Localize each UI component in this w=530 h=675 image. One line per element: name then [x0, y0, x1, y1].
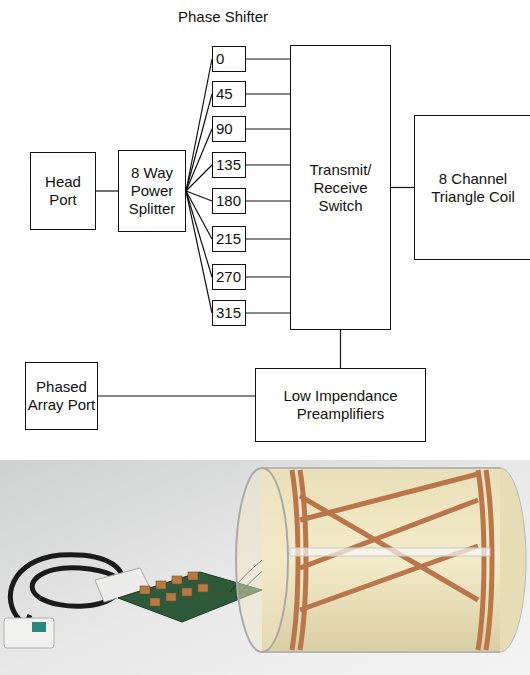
text-stack: 0: [216, 50, 224, 68]
connector: [186, 191, 212, 239]
connector: [246, 276, 290, 277]
connector: [186, 129, 212, 191]
phase-box: 135: [212, 152, 246, 178]
phase-box: 315: [212, 300, 246, 326]
node-label: 8 Way Power Splitter: [119, 164, 185, 218]
connector: [186, 191, 212, 201]
phase-box: 215: [212, 226, 246, 252]
text-stack: Head Port: [31, 173, 95, 209]
connector: [246, 312, 290, 313]
board-components: [140, 572, 208, 606]
group-label: Phase Shifter: [178, 8, 268, 26]
text-stack: 8 Way Power Splitter: [119, 164, 185, 218]
photo-background: [0, 460, 530, 675]
node-label: 135: [216, 156, 241, 174]
text-stack: 215: [216, 230, 241, 248]
text-stack: 180: [216, 192, 241, 210]
text-stack: Low Impendance Preamplifiers: [256, 387, 425, 423]
connector: [186, 59, 212, 191]
coil-box: 8 Channel Triangle Coil: [414, 115, 530, 260]
node-label: 270: [216, 268, 241, 286]
node-label: Head Port: [31, 173, 95, 209]
node-label: 180: [216, 192, 241, 210]
phase-box: 270: [212, 264, 246, 290]
node-label: 315: [216, 304, 241, 322]
connector: [186, 191, 212, 277]
acrylic-rail: [290, 548, 490, 556]
connector-plug: [32, 622, 46, 632]
connector: [246, 164, 290, 165]
text-stack: 90: [216, 120, 233, 138]
connector: [98, 395, 255, 396]
coil-photo: [0, 460, 530, 675]
preamp-box: Low Impendance Preamplifiers: [255, 368, 426, 442]
former-edge: [262, 651, 500, 653]
connector: [186, 165, 212, 191]
node-label: 45: [216, 85, 233, 103]
phase-box: 0: [212, 46, 246, 72]
connector: [246, 58, 290, 59]
node-label: 0: [216, 50, 224, 68]
former-edge: [262, 467, 500, 469]
copper-strips: [292, 470, 492, 650]
phase-box: 45: [212, 81, 246, 107]
connector: [246, 238, 290, 239]
text-stack: 135: [216, 156, 241, 174]
switch-box: Transmit/ Receive Switch: [290, 45, 391, 330]
text-stack: Phased Array Port: [26, 378, 97, 414]
node-label: Phased Array Port: [26, 378, 97, 414]
connector: [391, 187, 414, 188]
text-stack: Transmit/ Receive Switch: [291, 161, 390, 215]
connector: [186, 191, 212, 313]
connector: [246, 128, 290, 129]
node-label: 215: [216, 230, 241, 248]
coil-former: [262, 468, 500, 652]
connector: [246, 93, 290, 94]
phase-box: 180: [212, 188, 246, 214]
node-label: 8 Channel Triangle Coil: [415, 170, 530, 206]
port-box: Head Port: [30, 152, 96, 230]
phase-box: 90: [212, 116, 246, 142]
text-stack: 45: [216, 85, 233, 103]
node-label: Low Impendance Preamplifiers: [256, 387, 425, 423]
text-stack: 315: [216, 304, 241, 322]
connector-box: [4, 618, 54, 648]
coil-former-front: [236, 468, 288, 652]
text-stack: 270: [216, 268, 241, 286]
node-label: 90: [216, 120, 233, 138]
connector: [246, 200, 290, 201]
node-label: Transmit/ Receive Switch: [291, 161, 390, 215]
port-box: Phased Array Port: [25, 362, 98, 430]
connector: [96, 190, 118, 191]
connector: [186, 94, 212, 191]
connector: [340, 330, 341, 368]
text-stack: 8 Channel Triangle Coil: [415, 170, 530, 206]
splitter-box: 8 Way Power Splitter: [118, 150, 186, 232]
